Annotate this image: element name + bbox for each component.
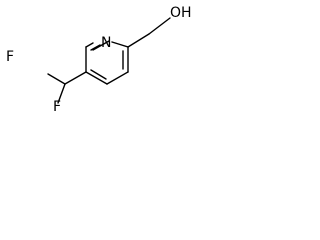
hydroxyl-label: OH — [170, 5, 192, 21]
fluorine-bottom-label: F — [53, 99, 61, 115]
bond-c6-chf2 — [64, 71, 87, 85]
structure-canvas: N OH F F — [0, 0, 204, 120]
double-bond-c4-c5-inner — [90, 69, 107, 80]
bond-c3-c4 — [106, 71, 129, 85]
bond-n-c2-upper — [111, 41, 129, 48]
bond-ch2-oh — [148, 17, 171, 35]
bond-chf2-f-bottom — [57, 83, 66, 104]
nitrogen-label: N — [101, 35, 111, 51]
bond-n-c2 — [92, 40, 110, 51]
molecule-diagram: N OH F F — [6, 5, 192, 115]
bond-c2-ch2 — [127, 33, 150, 48]
bond-c4-c5 — [85, 71, 108, 85]
double-bond-c6-n-inner — [90, 44, 101, 51]
bond-chf2-f-top — [47, 73, 66, 85]
bond-c6-n — [85, 42, 94, 48]
fluorine-top-label: F — [6, 49, 14, 65]
